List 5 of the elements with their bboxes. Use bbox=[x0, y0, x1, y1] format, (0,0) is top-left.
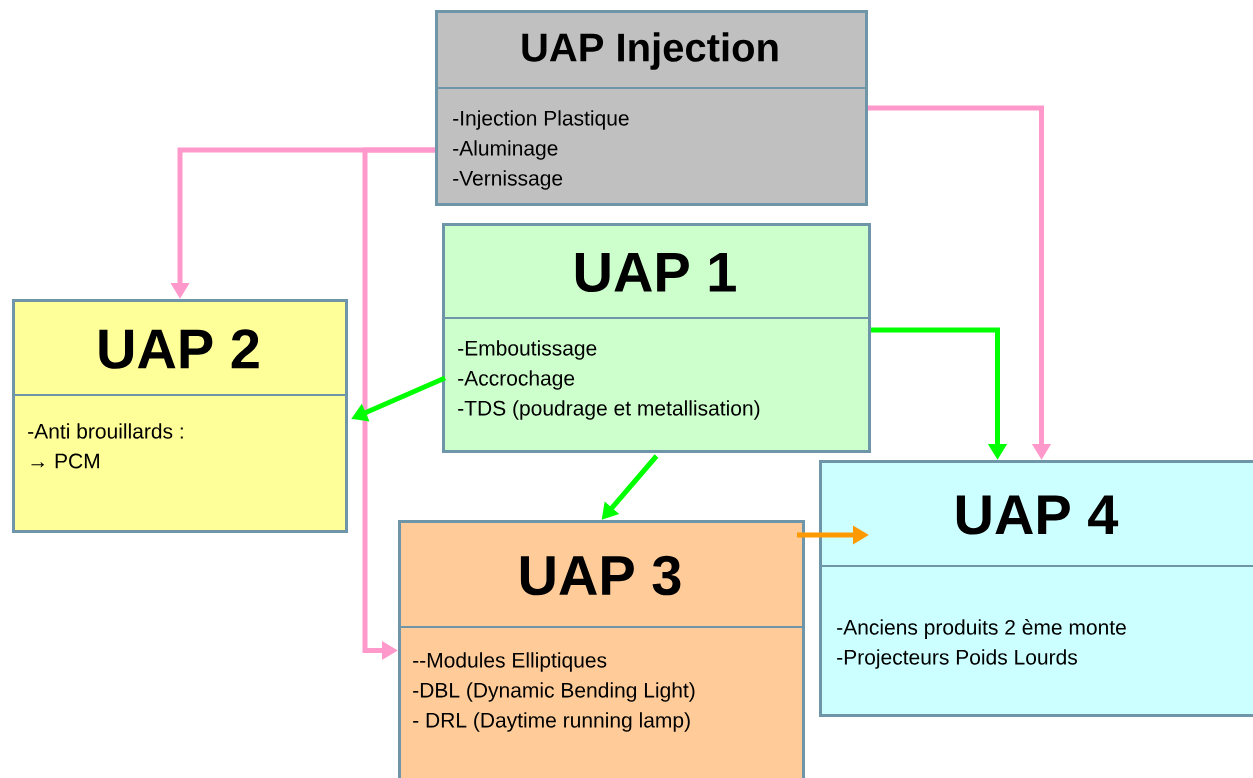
process-box: UAP 2 -Anti brouillards : → PCM bbox=[11, 299, 348, 533]
process-box: UAP 3 --Modules Elliptiques -DBL (Dynamic Bending Light) - DRL (Daytime running lamp) bbox=[397, 520, 805, 778]
process-box: UAP 4 -Anciens produits 2 ème monte -Projecteurs Poids Lourds bbox=[818, 460, 1253, 717]
process-box: UAP 1 -Emboutissage -Accrochage -TDS (poudrage et metallisation) bbox=[441, 223, 871, 453]
process-box: UAP Injection -Injection Plastique -Aluminage -Vernissage bbox=[434, 10, 868, 206]
